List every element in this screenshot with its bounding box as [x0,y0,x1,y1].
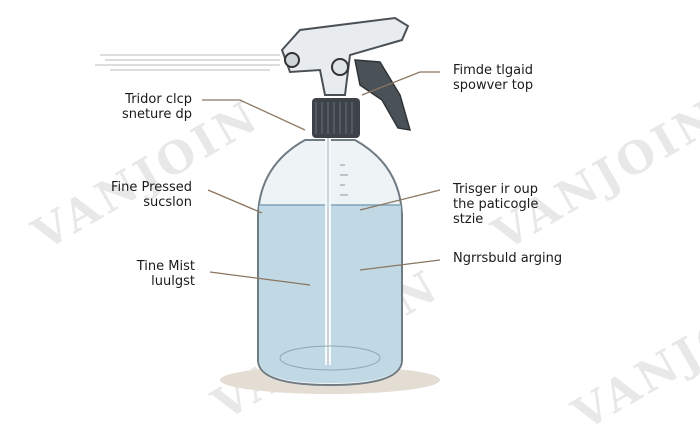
speed-lines [95,54,280,71]
bottom-ring [279,345,381,371]
nozzle [284,52,300,68]
measurement-marks [340,164,348,196]
label-bottle: Ngrrsbuld arging [453,251,563,266]
trigger-head [280,16,410,96]
trigger-lever [354,59,412,131]
neck-collar [312,98,360,138]
spray-bottle-illustration [95,16,441,394]
leader-lines [202,71,441,286]
